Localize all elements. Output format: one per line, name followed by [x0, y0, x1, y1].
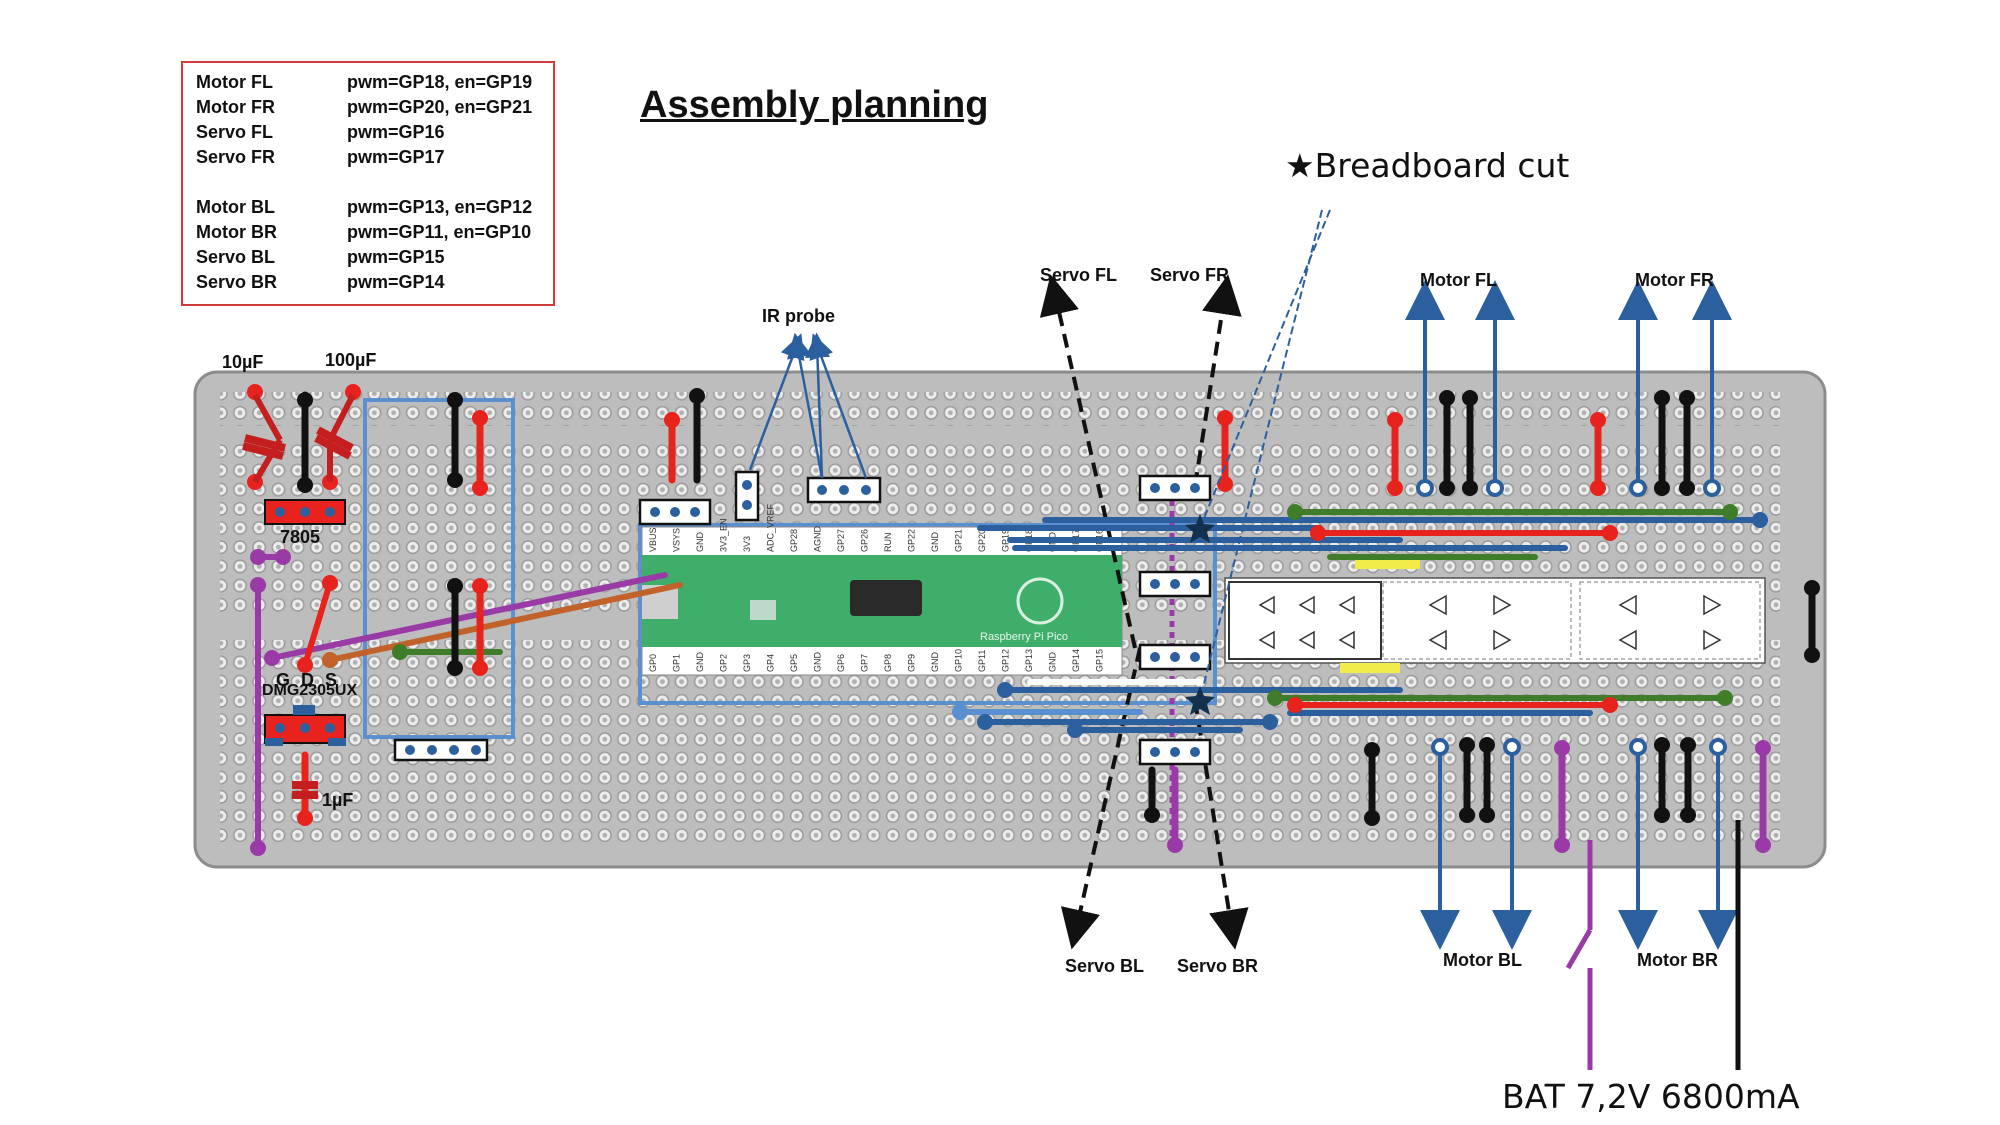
legend-row-value: pwm=GP20, en=GP21 [347, 97, 533, 117]
ir-probe-label: IR probe [762, 306, 836, 326]
legend-row-name: Servo FR [196, 147, 276, 167]
pico-top-pin-label: AGND [813, 525, 823, 552]
servo-fr-label: Servo FR [1150, 265, 1230, 285]
breadboard-cut-label: Breadboard cut [1314, 146, 1570, 185]
cap-100-label: 100µF [325, 350, 377, 370]
pico-top-pin-label: VSYS [672, 528, 682, 552]
pico-top-pin-label: GP28 [789, 529, 799, 552]
highlight-box [363, 398, 515, 739]
pico-top-pin-label: GP27 [836, 529, 846, 552]
pico-outline [638, 523, 1217, 705]
cut-lines [1199, 209, 1331, 701]
legend-row-name: Motor FL [196, 72, 273, 92]
pico-top-pin-label: RUN [883, 533, 893, 553]
cap-10-label: 10µF [222, 352, 264, 372]
pico-top-pin-label: GND [930, 532, 940, 553]
legend-row-value: pwm=GP14 [347, 272, 445, 292]
motor-arrows [1405, 280, 1738, 950]
pico-bottom-pin-label: GP10 [954, 649, 964, 672]
capacitor-1uf [292, 781, 318, 799]
motor-fl-label: Motor FL [1420, 270, 1497, 290]
pico-bottom-pin-label: GP12 [1001, 649, 1011, 672]
jumper-ends [247, 384, 1820, 856]
pico-bottom-pin-label: GND [930, 652, 940, 673]
pico-bottom-pin-label: GP9 [907, 654, 917, 672]
legend-row-name: Servo BR [196, 272, 278, 292]
page-title: Assembly planning [640, 84, 989, 126]
legend-row-name: Servo FL [196, 122, 274, 142]
legend-row-value: pwm=GP15 [347, 247, 445, 267]
pico-bottom-pin-label: GP4 [766, 654, 776, 672]
pico-top-pin-label: GP20 [977, 529, 987, 552]
battery-leads [1565, 820, 1741, 1070]
pico-top-pin-label: 3V3_EN [719, 518, 729, 552]
cut-stars [1185, 514, 1215, 715]
battery-label: BAT 7,2V 6800mA [1502, 1077, 1800, 1116]
pico-bottom-pin-label: GP8 [883, 654, 893, 672]
pico-top-pin-label: GND [695, 532, 705, 553]
pico-top-pin-label: ADC_VREF [766, 503, 776, 552]
legend-row-value: pwm=GP11, en=GP10 [347, 222, 532, 242]
capacitors-input [242, 393, 356, 484]
legend-row-value: pwm=GP17 [347, 147, 445, 167]
mosfet-pins-label: G D S [276, 670, 338, 690]
gpio-legend [181, 61, 555, 306]
motor-fr-label: Motor FR [1635, 270, 1714, 290]
legend-row-value: pwm=GP13, en=GP12 [347, 197, 533, 217]
motor-bl-label: Motor BL [1443, 950, 1522, 970]
servo-fl-label: Servo FL [1040, 265, 1118, 285]
pico-bottom-pin-label: GND [813, 652, 823, 673]
pico-bottom-pin-label: GP13 [1024, 649, 1034, 672]
pico-top-pin-label: VBUS [648, 527, 658, 552]
pico-bottom-pin-label: GP3 [742, 654, 752, 672]
pico-bottom-pin-label: GP7 [860, 654, 870, 672]
servo-br-label: Servo BR [1177, 956, 1259, 976]
bus-wires [254, 509, 1763, 851]
pico-top-pin-label: GP21 [954, 529, 964, 552]
cap-1-label: 1µF [322, 790, 354, 810]
motor-br-label: Motor BR [1637, 950, 1718, 970]
regulator-label: 7805 [280, 527, 321, 547]
legend-row-value: pwm=GP16 [347, 122, 445, 142]
pico-bottom-pin-label: GP14 [1071, 649, 1081, 672]
breadboard-cut-note: ★Breadboard cut [1285, 146, 1569, 185]
pico-bottom-pin-label: GP0 [648, 654, 658, 672]
pico-bottom-pin-label: GP2 [719, 654, 729, 672]
pico-bottom-pin-label: GP1 [672, 654, 682, 672]
pico-bottom-pin-label: GP15 [1095, 649, 1105, 672]
legend-row-name: Motor BR [196, 222, 277, 242]
pico-top-pin-label: GP19 [1001, 529, 1011, 552]
mosfet-label: DMG2305UX [262, 682, 358, 699]
pico-top-pin-label: GP22 [907, 529, 917, 552]
pico-bottom-pin-label: GP11 [977, 650, 987, 672]
pico-bottom-pin-label: GND [1048, 652, 1058, 673]
pico-board: VBUS VSYS GND 3V3_EN 3V3 ADC_VREF GP28 AGND GP27… [641, 503, 1753, 676]
legend-row-name: Servo BL [196, 247, 276, 267]
pico-board-text: Raspberry Pi Pico [980, 631, 1068, 643]
pico-bottom-pin-label: GP5 [789, 654, 799, 672]
driver-strip [1224, 557, 1766, 673]
legend-row-name: Motor FR [196, 97, 275, 117]
motor-terminals [1416, 479, 1727, 756]
star-icon: ★ [1285, 146, 1315, 185]
regulator-7805 [264, 499, 346, 525]
pico-top-pin-label: 3V3 [742, 536, 752, 552]
servo-bl-label: Servo BL [1065, 956, 1145, 976]
pico-top-pin-label: GP26 [860, 529, 870, 552]
legend-row-name: Motor BL [196, 197, 275, 217]
mosfet-dmg2305ux [264, 705, 346, 746]
pico-bottom-pin-label: GP6 [836, 654, 846, 672]
ir-probe-arrows [748, 332, 868, 479]
servo-arrows [1039, 274, 1249, 950]
header-pins [405, 480, 1200, 757]
pico-bottom-pin-label: GND [695, 652, 705, 673]
legend-row-value: pwm=GP18, en=GP19 [347, 72, 533, 92]
